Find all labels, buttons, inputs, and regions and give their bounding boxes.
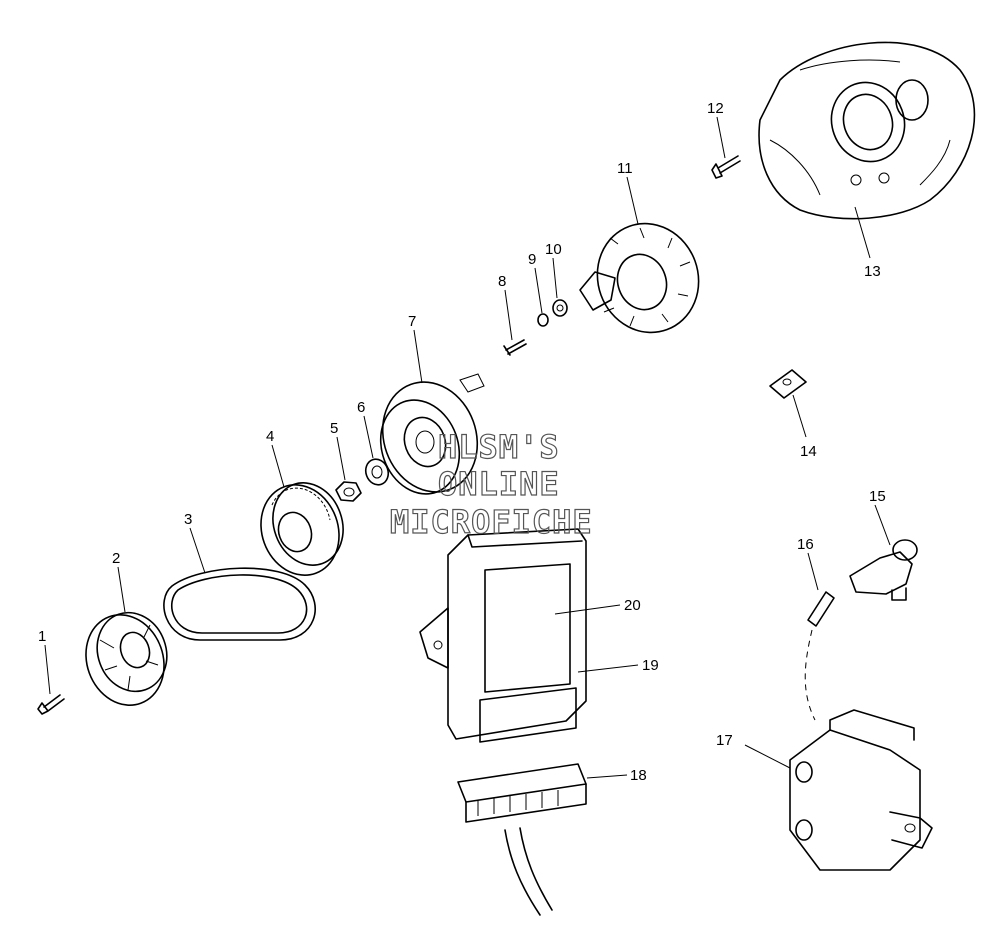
part-14-clip: [769, 369, 807, 399]
part-19-cdi-box: [419, 528, 587, 743]
callout-8: 8: [498, 273, 506, 290]
part-2-fan-pulley: [85, 611, 168, 706]
watermark-line2: ONLINE: [438, 465, 560, 503]
callout-20: 20: [624, 597, 641, 614]
callout-7: 7: [408, 313, 416, 330]
part-18-connector: [457, 763, 587, 916]
callout-12: 12: [707, 100, 724, 117]
callout-3: 3: [184, 511, 192, 528]
watermark-line1: HLSM'S: [438, 428, 560, 466]
callout-14: 14: [800, 443, 817, 460]
part-5-nut: [335, 481, 362, 502]
callout-16: 16: [797, 536, 814, 553]
callout-6: 6: [357, 399, 365, 416]
part-10-washer: [552, 299, 568, 317]
part-11-stator: [579, 222, 700, 334]
callout-10: 10: [545, 241, 562, 258]
callout-15: 15: [869, 488, 886, 505]
part-17-ignition-coil: [789, 709, 933, 871]
part-13-housing: [758, 41, 976, 220]
callout-4: 4: [266, 428, 274, 445]
callout-13: 13: [864, 263, 881, 280]
callout-17: 17: [716, 732, 733, 749]
part-8-screw: [503, 339, 527, 356]
callout-18: 18: [630, 767, 647, 784]
part-12-bolt: [711, 155, 741, 179]
callout-5: 5: [330, 420, 338, 437]
callout-19: 19: [642, 657, 659, 674]
callout-2: 2: [112, 550, 120, 567]
part-6-washer: [364, 458, 390, 486]
part-16-wire-boot: [804, 591, 835, 721]
part-1-bolt: [37, 694, 65, 715]
callout-9: 9: [528, 251, 536, 268]
part-20-label: [484, 563, 571, 693]
part-9-lock-washer: [537, 313, 549, 327]
callout-1: 1: [38, 628, 46, 645]
watermark-line3: MICROFICHE: [390, 503, 593, 541]
part-7-flywheel: [379, 373, 485, 495]
part-15-spark-plug-cap: [849, 539, 918, 601]
callout-11: 11: [617, 160, 633, 177]
part-3-belt: [163, 567, 316, 641]
